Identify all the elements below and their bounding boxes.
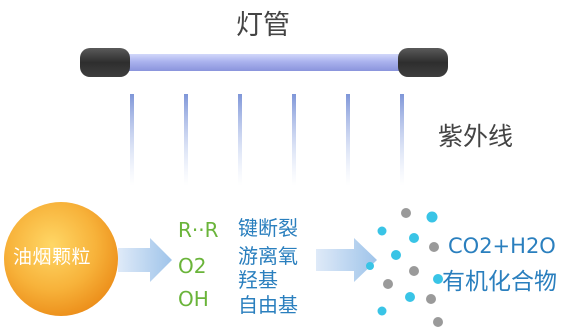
effect-bond-cleavage: 键断裂 [238,216,298,240]
arrow-to-species [118,238,172,282]
molecule-dot [409,266,419,276]
oil-smoke-particle-ball [4,202,118,316]
effect-hydroxyl: 羟基 [238,268,278,292]
species-radical-pair: R··R [178,218,219,242]
arrow-to-products [316,238,377,282]
molecule-dot [391,250,401,260]
uv-ray [292,94,296,186]
lamp-cap-left [80,48,130,77]
molecule-dot [377,306,387,316]
product-molecules [366,208,443,327]
molecule-dot [366,262,374,270]
species-hydroxyl: OH [178,287,209,311]
uv-ray [400,94,404,186]
lamp-cap-right [398,48,448,77]
effect-free-oxygen: 游离氧 [238,244,298,268]
molecule-dot [409,233,419,243]
products-formula: CO2+H2O [448,234,556,258]
lamp-glass [118,54,410,71]
molecule-dot [429,242,439,252]
lamp-label: 灯管 [236,10,290,41]
molecule-dot [401,208,411,218]
lamp-tube [80,48,448,77]
molecule-dot [426,294,436,304]
effect-free-radical: 自由基 [238,293,298,317]
uv-ray [238,94,242,186]
species-oxygen: O2 [178,254,207,278]
molecule-dot [426,211,438,223]
molecule-dot [377,226,387,236]
uv-ray [346,94,350,186]
molecule-dot [433,274,443,284]
uv-label: 紫外线 [438,122,514,151]
particle-label: 油烟颗粒 [13,246,92,268]
molecule-dot [405,292,415,302]
products-name: 有机化合物 [442,269,557,295]
molecule-dot [433,317,443,327]
uv-rays [130,94,404,186]
uv-ray [130,94,134,186]
uv-ray [184,94,188,186]
molecule-dot [383,279,393,289]
